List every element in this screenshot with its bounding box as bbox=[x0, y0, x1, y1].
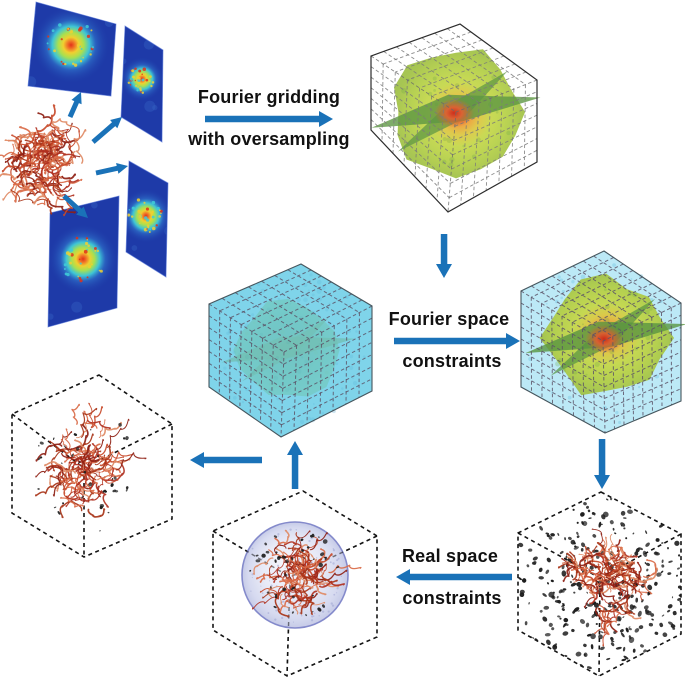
arrow-down-to-real bbox=[594, 439, 610, 489]
arrow-real-constraints bbox=[396, 569, 512, 585]
reconstructed-density-cube bbox=[11, 374, 173, 558]
diffraction-pattern-2 bbox=[121, 26, 163, 142]
projection-arrow-3 bbox=[95, 163, 128, 176]
arrow-fourier-gridding bbox=[205, 111, 333, 127]
label-fourier-space-line2: constraints bbox=[402, 351, 502, 371]
arrow-fourier-constraints bbox=[394, 333, 520, 349]
projection-arrow-4 bbox=[62, 194, 88, 218]
diffraction-pattern-3 bbox=[126, 161, 168, 277]
label-real-space-line1: Real space bbox=[401, 546, 499, 566]
measured-magnitudes-cube bbox=[208, 263, 373, 438]
label-fourier-gridding-line2: with oversampling bbox=[188, 129, 350, 149]
arrow-to-result bbox=[190, 452, 262, 468]
projection-arrows bbox=[62, 92, 128, 218]
source-protein-model bbox=[0, 104, 87, 217]
arrow-up-to-fourier bbox=[287, 441, 303, 489]
diffraction-patterns bbox=[27, 1, 169, 328]
projection-arrow-2 bbox=[91, 117, 122, 144]
label-fourier-space-line1: Fourier space bbox=[388, 309, 510, 329]
projection-arrow-1 bbox=[67, 92, 82, 118]
label-real-space-line2: constraints bbox=[402, 588, 502, 608]
flow-arrows bbox=[190, 111, 610, 585]
diffraction-pattern-1 bbox=[28, 2, 116, 96]
arrow-down-to-iteration bbox=[436, 234, 452, 278]
support-sphere-cube bbox=[212, 490, 378, 677]
constrained-fourier-cube bbox=[520, 250, 685, 434]
label-fourier-gridding-line1: Fourier gridding bbox=[197, 87, 341, 107]
diffraction-pattern-4 bbox=[48, 196, 119, 327]
oversampled-fourier-grid-cube bbox=[370, 23, 541, 213]
noisy-density-cube bbox=[517, 491, 682, 677]
